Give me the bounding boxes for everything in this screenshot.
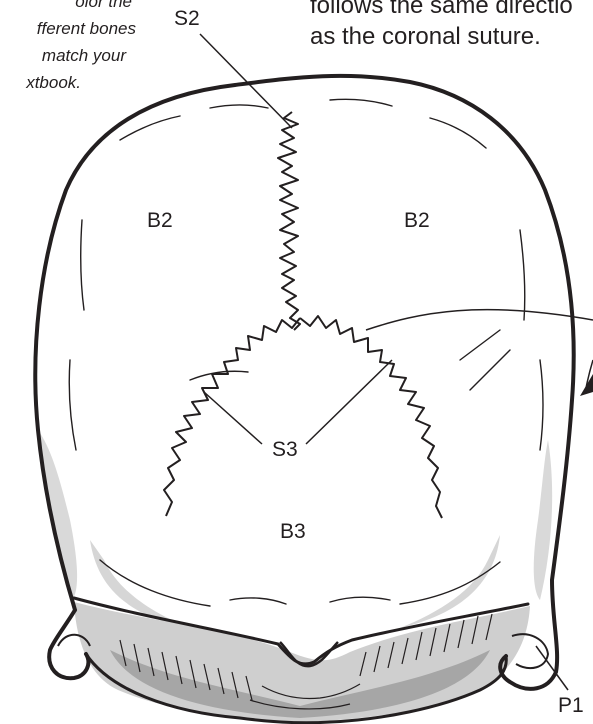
texture-stroke [69,360,76,450]
texture-stroke [430,118,486,148]
leader-line-s3-left [204,392,262,444]
label-b2-right: B2 [404,209,430,233]
instruction-text-left: olor the fferent bones match your xtbook… [0,0,150,108]
texture-stroke [81,220,84,310]
instruction-line: match your [0,42,126,69]
leader-lines [200,34,593,690]
skull-outline [35,76,573,689]
sagittal-suture [278,112,300,330]
texture-stroke [460,330,500,360]
bone-texture-strokes [69,99,543,606]
arrowhead-icon [580,374,593,396]
label-s3: S3 [272,438,298,462]
texture-stroke [330,597,390,602]
texture-stroke [540,360,543,450]
label-b2-left: B2 [147,209,173,233]
instruction-text-right: follows the same directio as the coronal… [310,0,593,52]
texture-stroke [470,350,510,390]
label-s2: S2 [174,7,200,31]
leader-line-p1 [536,646,568,690]
instruction-line: as the coronal suture. [310,21,593,52]
label-p1: P1 [558,694,584,718]
texture-stroke [520,230,525,320]
lambdoid-suture-right [300,316,442,518]
texture-stroke [190,371,248,380]
instruction-line: xtbook. [0,69,81,96]
instruction-line: follows the same directio [310,0,593,21]
instruction-line: olor the [0,0,132,15]
leader-arrow-curve [366,310,593,330]
label-b3: B3 [280,520,306,544]
texture-stroke [230,598,286,604]
shading-right-lateral [534,440,552,600]
texture-stroke [330,99,392,106]
texture-stroke [210,105,268,108]
shading-left-lateral [38,430,77,600]
skull-shading [38,430,552,722]
leader-line-s3-right [306,360,392,444]
instruction-line: fferent bones [0,15,136,42]
shading-base-band [74,602,530,722]
